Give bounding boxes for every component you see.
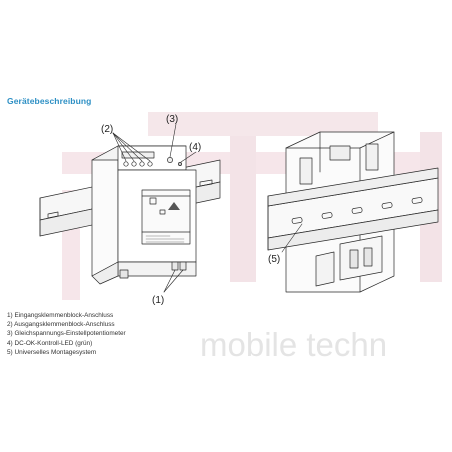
callout-line-5 xyxy=(281,223,303,253)
callout-4: (4) xyxy=(189,142,201,153)
terminal-screw-icon xyxy=(139,161,145,167)
callout-3: (3) xyxy=(166,114,178,125)
din-rail-right xyxy=(267,167,439,251)
front-label xyxy=(141,189,191,245)
mounting-latch xyxy=(119,269,129,279)
rear-view xyxy=(267,131,439,293)
front-view xyxy=(39,123,221,293)
housing-side xyxy=(91,145,119,277)
mounting-clip xyxy=(339,235,383,281)
callout-2: (2) xyxy=(101,124,113,135)
legend-item: 5) Universelles Montagesystem xyxy=(7,348,97,356)
callout-5: (5) xyxy=(268,254,280,265)
component-legend: 1) Eingangsklemmenblock-Anschluss 2) Aus… xyxy=(7,311,126,357)
label-text-lines xyxy=(145,235,185,243)
legend-item: 1) Eingangsklemmenblock-Anschluss xyxy=(7,312,114,319)
terminal-screw-icon xyxy=(147,161,153,167)
brand-logo-icon xyxy=(168,202,180,210)
terminal-screw-icon xyxy=(131,161,137,167)
watermark-bar xyxy=(230,132,256,282)
output-terminals xyxy=(121,151,155,167)
legend-item: 2) Ausgangsklemmenblock-Anschluss xyxy=(7,321,115,329)
potentiometer-icon xyxy=(167,157,173,163)
page-title: Gerätebeschreibung xyxy=(7,96,92,106)
legend-item: 4) DC-OK-Kontroll-LED (grün) xyxy=(7,339,93,347)
legend-item: 3) Gleichspannungs-Einstellpotentiometer xyxy=(7,330,126,338)
led-icon xyxy=(178,162,182,166)
terminal-screw-icon xyxy=(123,161,129,167)
callout-1: (1) xyxy=(152,295,164,306)
callout-lines-left xyxy=(112,123,197,293)
watermark-text: mobile techn xyxy=(200,326,388,363)
